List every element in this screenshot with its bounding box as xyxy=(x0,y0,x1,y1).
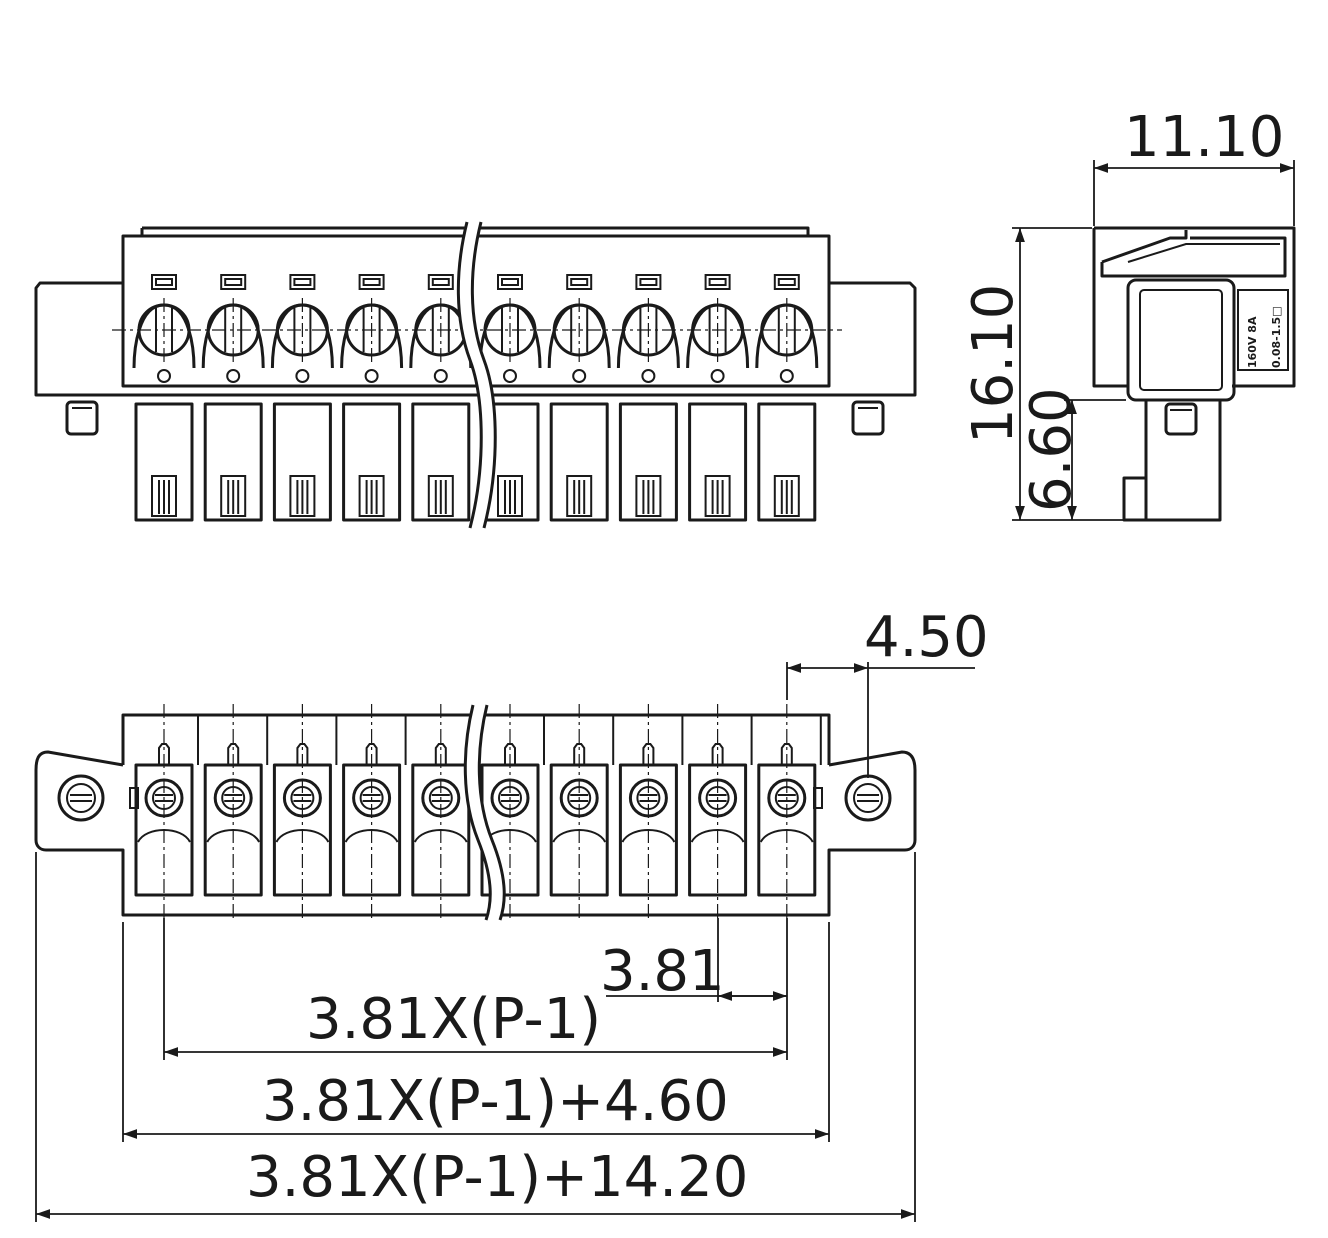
front-pin-leg xyxy=(134,402,194,522)
front-right-flange xyxy=(829,281,917,397)
bottom-pin-2 xyxy=(203,704,269,918)
bottom-pin-3 xyxy=(272,704,338,918)
bottom-pin-10 xyxy=(757,704,822,918)
bottom-view xyxy=(34,704,917,921)
front-pin-leg xyxy=(342,402,402,522)
bottom-pin-contact xyxy=(504,743,516,765)
front-pins xyxy=(132,274,819,522)
bottom-pin-7 xyxy=(549,704,615,918)
bottom-pin-1 xyxy=(134,704,199,918)
front-pin-leg xyxy=(411,402,471,522)
front-pin-1 xyxy=(132,274,196,522)
bottom-pins xyxy=(134,704,822,918)
bottom-pin-contact xyxy=(365,743,378,765)
front-pin-leg xyxy=(549,402,609,522)
front-pin-8 xyxy=(616,274,680,522)
side-view: 160V 8A 0.08-1.5□ xyxy=(1092,226,1296,522)
side-socket-body xyxy=(1126,278,1236,402)
bottom-pin-contact xyxy=(780,743,793,765)
dim-span-total-label: 3.81X(P-1)+14.20 xyxy=(246,1145,748,1210)
bottom-pin-contact xyxy=(227,743,240,765)
dim-height-total-label: 16.10 xyxy=(961,284,1026,444)
bottom-pin-contact xyxy=(158,743,170,765)
dim-width-side: 11.10 xyxy=(1093,105,1295,226)
front-pin-leg xyxy=(688,402,748,522)
dim-span-body: 3.81X(P-1)+4.60 xyxy=(122,922,830,1142)
front-pin-release-slot xyxy=(151,274,177,290)
dim-span-total: 3.81X(P-1)+14.20 xyxy=(35,852,916,1222)
side-pin-part xyxy=(1144,400,1222,522)
bottom-pin-5 xyxy=(411,704,476,918)
bottom-pin-contact xyxy=(573,743,586,765)
front-pin-7 xyxy=(547,274,611,522)
bottom-break-mark xyxy=(463,704,506,921)
front-pin-2 xyxy=(201,274,265,522)
front-pin-release-slot xyxy=(497,274,523,290)
bottom-pin-contact xyxy=(296,743,309,765)
dim-pitch-label: 3.81 xyxy=(600,939,725,1004)
dim-pitch: 3.81 xyxy=(600,918,787,1004)
front-pin-release-slot xyxy=(635,274,662,290)
bottom-right-hole xyxy=(844,774,892,822)
dim-height-pin-label: 6.60 xyxy=(1019,387,1084,512)
front-top-rail xyxy=(142,226,810,236)
side-screw xyxy=(1164,402,1198,436)
front-left-flange xyxy=(34,281,123,397)
front-pin-release-slot xyxy=(358,274,385,290)
dimensions: 11.10 16.10 6.60 4.50 3.8 xyxy=(35,105,1295,1222)
dim-span-body-label: 3.81X(P-1)+4.60 xyxy=(262,1069,729,1134)
bottom-pin-8 xyxy=(618,704,684,918)
front-pin-6 xyxy=(478,274,542,522)
dim-height-total: 16.10 xyxy=(961,227,1144,521)
front-left-screw xyxy=(65,400,99,436)
front-pin-3 xyxy=(270,274,334,522)
bottom-flange xyxy=(34,750,917,917)
front-pin-release-slot xyxy=(220,274,247,290)
front-view xyxy=(34,221,917,529)
front-break-mark xyxy=(456,221,497,529)
front-pin-10 xyxy=(755,274,819,522)
front-pin-leg xyxy=(618,402,678,522)
front-pin-release-slot xyxy=(427,274,454,290)
bottom-pin-contact xyxy=(711,743,724,765)
front-pin-4 xyxy=(340,274,404,522)
bottom-pin-contact xyxy=(434,743,447,765)
front-pin-leg xyxy=(757,402,817,522)
dim-span-pins: 3.81X(P-1) xyxy=(163,918,788,1060)
bottom-pin-contact xyxy=(642,743,655,765)
side-upper-body xyxy=(1094,226,1296,388)
dim-flange-offset-label: 4.50 xyxy=(864,605,989,670)
side-label-wire: 0.08-1.5□ xyxy=(1270,306,1283,368)
side-latch xyxy=(1101,230,1188,264)
front-pin-release-slot xyxy=(566,274,593,290)
dim-span-pins-label: 3.81X(P-1) xyxy=(306,987,601,1052)
front-pin-leg xyxy=(203,402,263,522)
dim-flange-offset: 4.50 xyxy=(786,605,989,778)
front-pin-9 xyxy=(686,274,750,522)
bottom-left-hole xyxy=(57,774,105,822)
front-pin-release-slot xyxy=(773,274,800,290)
bottom-pin-4 xyxy=(342,704,407,918)
bottom-pin-9 xyxy=(688,704,753,918)
front-right-screw xyxy=(851,400,885,436)
side-label-box xyxy=(1237,289,1289,371)
side-label-rating: 160V 8A xyxy=(1246,316,1259,368)
front-pin-release-slot xyxy=(704,274,731,290)
dim-height-pin: 6.60 xyxy=(1019,387,1126,520)
dim-width-side-label: 11.10 xyxy=(1124,105,1284,170)
front-pin-leg xyxy=(272,402,332,522)
front-pin-release-slot xyxy=(289,274,316,290)
